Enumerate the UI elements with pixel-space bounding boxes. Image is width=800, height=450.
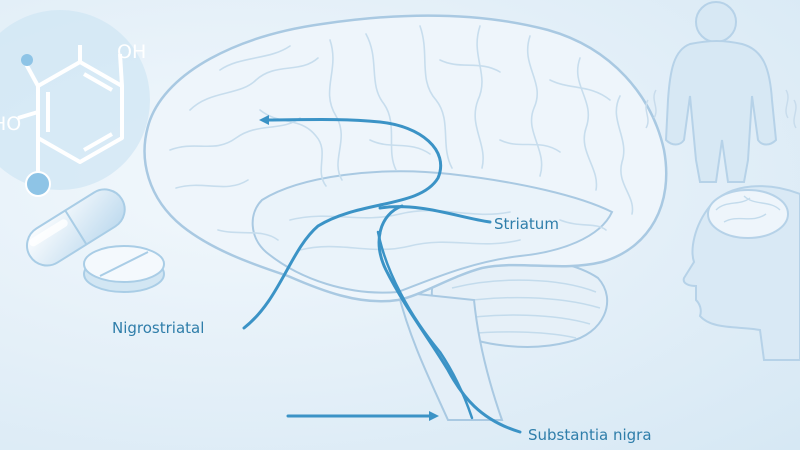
- tremor-lines: [645, 89, 797, 129]
- label-nigrostriatal: Nigrostriatal: [112, 319, 204, 337]
- tablet-icon: [83, 245, 165, 293]
- capsule-icon: [26, 188, 126, 267]
- striatum-pointer: [378, 205, 492, 224]
- nigrostriatal-pathway: [242, 114, 443, 330]
- hydroxyl-top-label: OH: [117, 41, 146, 63]
- brain-gyri: [169, 25, 634, 251]
- label-substantia-nigra: Substantia nigra: [528, 426, 652, 444]
- brainstem: [396, 290, 504, 421]
- temporal-lobe: [251, 170, 614, 294]
- brain-illustration: [143, 14, 668, 421]
- human-figure-icon: [664, 1, 778, 183]
- hydroxyl-left-label: HO: [0, 113, 21, 135]
- molecule-glow: [0, 10, 150, 190]
- pathway-arrows: [242, 114, 522, 434]
- head-brain-icon: [682, 185, 800, 361]
- dopamine-molecule-icon: [17, 45, 124, 197]
- label-striatum: Striatum: [494, 215, 559, 233]
